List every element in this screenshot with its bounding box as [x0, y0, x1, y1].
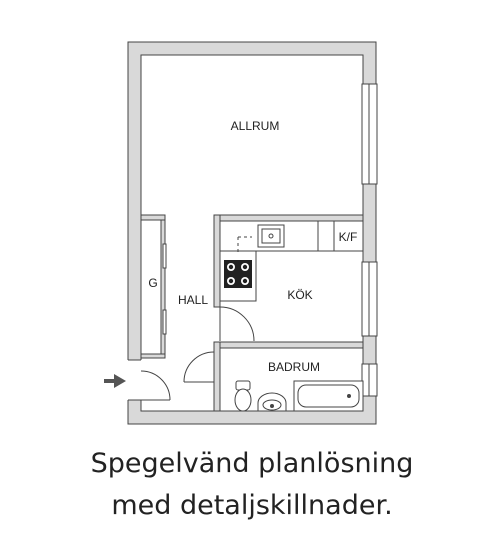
floor-plan: ALLRUM K/F G HALL KÖK BADRUM	[104, 41, 378, 425]
kitchen-sink-icon	[257, 224, 285, 248]
washbasin-icon	[257, 392, 287, 412]
window-kok	[361, 261, 378, 337]
entrance-gap	[126, 360, 143, 400]
wall-hall-kok	[213, 214, 221, 308]
room-label-hall: HALL	[178, 293, 208, 307]
caption-line-2: med detaljskillnader.	[111, 490, 393, 521]
door-badrum	[183, 351, 215, 383]
wardrobe-doors	[162, 243, 167, 335]
fridge-freezer	[333, 220, 364, 252]
stove-icon	[224, 260, 252, 288]
door-entrance	[140, 370, 171, 401]
door-kok	[219, 306, 255, 342]
room-label-badrum: BADRUM	[268, 360, 320, 374]
wall-kok-badrum	[219, 341, 364, 349]
bathtub-icon	[293, 380, 364, 412]
caption-line-1: Spegelvänd planlösning	[90, 448, 414, 479]
window-allrum	[361, 83, 378, 185]
wardrobe-wall	[160, 219, 166, 359]
room-label-kf: K/F	[339, 230, 358, 244]
room-label-allrum: ALLRUM	[231, 119, 280, 133]
entrance-arrow-icon	[104, 374, 126, 388]
wall-allrum-hall-left	[140, 214, 166, 221]
room-label-kok: KÖK	[287, 288, 312, 302]
wall-hall-badrum	[213, 341, 221, 412]
room-label-g: G	[148, 276, 157, 290]
wall-allrum-kok	[213, 214, 364, 222]
window-badrum	[361, 363, 378, 397]
toilet-icon	[234, 380, 252, 412]
dishwasher-outline	[237, 236, 252, 252]
